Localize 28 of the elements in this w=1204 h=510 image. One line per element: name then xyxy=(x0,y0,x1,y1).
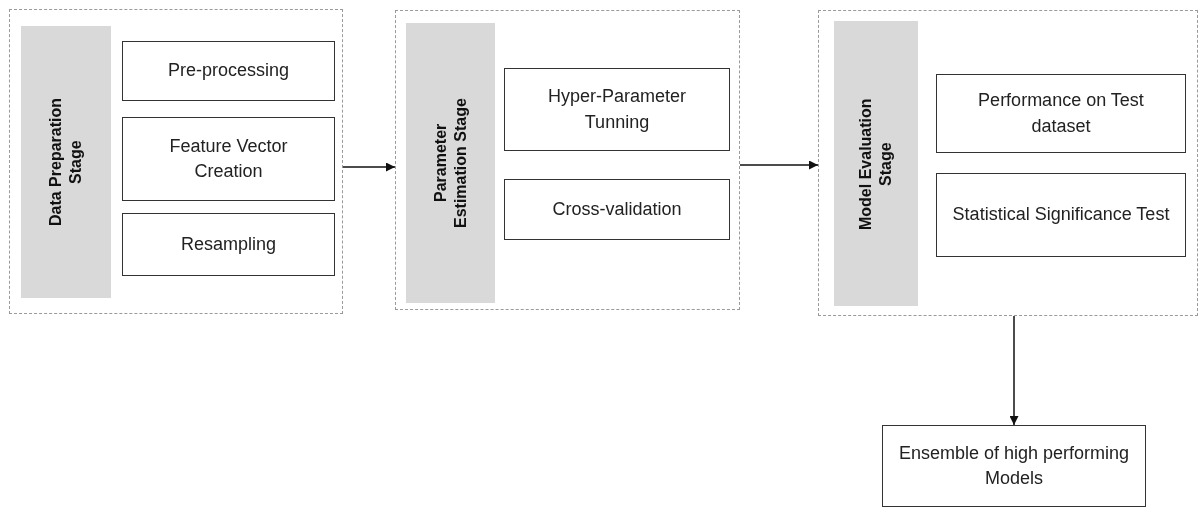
process-box xyxy=(504,68,730,151)
step-label: Performance on Test dataset xyxy=(977,89,1145,138)
stage-band xyxy=(21,26,111,298)
stage-label: Model Evaluation Stage xyxy=(856,96,895,232)
stage-band xyxy=(406,23,495,303)
stage-group-box xyxy=(818,10,1198,316)
process-box xyxy=(936,74,1186,153)
step-label: Feature Vector Creation xyxy=(168,134,289,183)
process-box xyxy=(122,213,335,276)
arrow xyxy=(1009,315,1019,426)
stage-group-box xyxy=(395,10,740,310)
arrow xyxy=(342,162,396,172)
process-box xyxy=(504,179,730,240)
process-box xyxy=(122,41,335,101)
step-label: Resampling xyxy=(180,232,276,256)
step-label: Statistical Significance Test xyxy=(952,203,1170,227)
step-label: Pre-processing xyxy=(167,59,290,83)
arrow xyxy=(739,160,819,170)
step-label: Ensemble of high performing Models xyxy=(897,441,1131,490)
stage-group-box xyxy=(9,9,343,314)
stage-band xyxy=(834,21,918,306)
process-box xyxy=(936,173,1186,257)
step-label: Hyper-Parameter Tunning xyxy=(546,85,687,134)
process-box xyxy=(882,425,1146,507)
stage-label: Parameter Estimation Stage xyxy=(430,97,470,230)
process-box xyxy=(122,117,335,201)
step-label: Cross-validation xyxy=(552,197,682,221)
stage-label: Data Preparation Stage xyxy=(46,97,85,229)
